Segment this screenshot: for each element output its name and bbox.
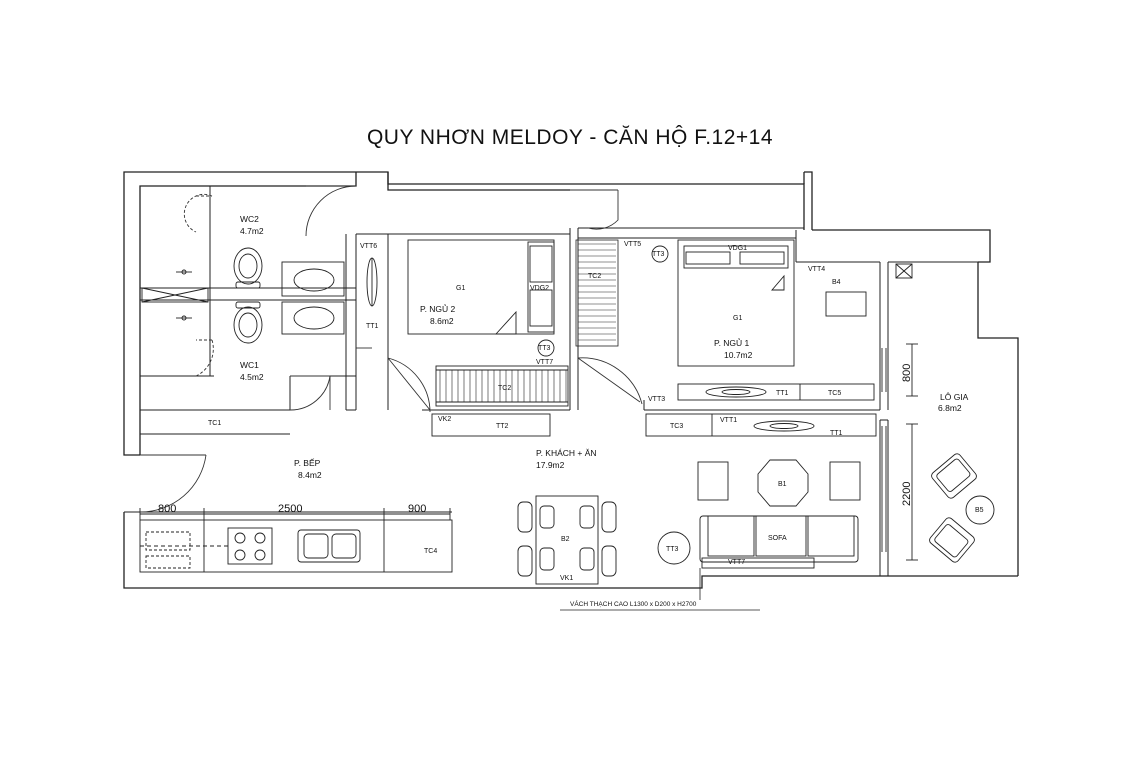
tag-b4: B4 — [832, 279, 841, 286]
tag-vdg2: VDG2 — [530, 285, 549, 292]
plan-title: QUY NHƠN MELDOY - CĂN HỘ F.12+14 — [366, 126, 774, 149]
tag-tt1-bedroom1: TT1 — [776, 390, 789, 397]
tag-tc2-wardrobe: TC2 — [588, 273, 601, 280]
dimension-labels: 800 2500 900 800 2200 — [158, 364, 913, 515]
tag-vtt7-sofa: VTT7 — [728, 559, 745, 566]
room-wc1-name: WC1 — [240, 360, 259, 370]
tag-tc3: TC3 — [670, 423, 683, 430]
tag-tt1-corridor: TT1 — [366, 323, 379, 330]
tag-tc1: TC1 — [208, 420, 221, 427]
wardrobe-tc2 — [575, 239, 619, 347]
kitchen-furniture — [139, 508, 453, 573]
dim-800-vertical: 800 — [901, 364, 913, 382]
tag-vtt3: VTT3 — [648, 396, 665, 403]
room-bedroom2-name: P. NGỦ 2 — [420, 303, 456, 314]
room-living-area: 17.9m2 — [536, 460, 565, 470]
tag-tc2-shelf: TC2 — [498, 385, 511, 392]
doors — [139, 185, 643, 513]
tag-b5: B5 — [975, 507, 984, 514]
tag-g1-bedroom2: G1 — [456, 285, 465, 292]
tag-vk2: VK2 — [438, 416, 451, 423]
living-furniture — [431, 413, 877, 585]
room-kitchen-area: 8.4m2 — [298, 470, 322, 480]
tag-vtt5: VTT5 — [624, 241, 641, 248]
tag-b1: B1 — [778, 481, 787, 488]
dim-900: 900 — [408, 503, 426, 515]
room-bedroom2-area: 8.6m2 — [430, 316, 454, 326]
dim-2200-vertical: 2200 — [901, 482, 913, 506]
tag-vdg1: VDG1 — [728, 245, 747, 252]
tag-tt3-living: TT3 — [666, 546, 679, 553]
interior-walls — [124, 186, 978, 576]
wardrobe-hatch-tc2 — [578, 243, 616, 341]
tag-tt3-bedroom2: TT3 — [538, 345, 551, 352]
tag-vtt4: VTT4 — [808, 266, 825, 273]
room-wc2-area: 4.7m2 — [240, 226, 264, 236]
tag-sofa: SOFA — [768, 535, 787, 542]
tag-b2: B2 — [561, 536, 570, 543]
room-bedroom1-name: P. NGỦ 1 — [714, 337, 750, 348]
room-loggia-area: 6.8m2 — [938, 403, 962, 413]
tag-vk1: VK1 — [560, 575, 573, 582]
dim-800-horizontal: 800 — [158, 503, 176, 515]
tag-vtt1: VTT1 — [720, 417, 737, 424]
furniture-tags: TC1 TC2 TC2 TC3 TC4 TC5 TT1 TT1 TT1 TT2 … — [208, 241, 984, 582]
room-bedroom1-area: 10.7m2 — [724, 350, 753, 360]
note-leader — [560, 568, 760, 611]
wc-fixtures — [141, 247, 378, 344]
tag-tc5: TC5 — [828, 390, 841, 397]
tag-tt1-living: TT1 — [830, 430, 843, 437]
room-wc2-name: WC2 — [240, 214, 259, 224]
tag-tt3-bedroom1: TT3 — [652, 251, 665, 258]
room-loggia-name: LÔ GIA — [940, 392, 969, 402]
room-living-name: P. KHÁCH + ĂN — [536, 448, 597, 458]
outer-walls — [123, 171, 1019, 589]
room-kitchen-name: P. BẾP — [294, 458, 321, 468]
room-wc1-area: 4.5m2 — [240, 372, 264, 382]
tag-vtt6: VTT6 — [360, 243, 377, 250]
tag-g1-bedroom1: G1 — [733, 315, 742, 322]
tag-vtt7-bedroom2: VTT7 — [536, 359, 553, 366]
drywall-note: VÁCH THẠCH CAO L1300 x D200 x H2700 — [570, 599, 697, 608]
tag-tt2: TT2 — [496, 423, 509, 430]
bedroom1-furniture — [651, 239, 913, 401]
dim-2500: 2500 — [278, 503, 302, 515]
room-labels: WC2 4.7m2 WC1 4.5m2 P. NGỦ 2 8.6m2 P. NG… — [240, 214, 969, 480]
wardrobe-hatch-br2 — [439, 370, 567, 402]
tag-tc4: TC4 — [424, 548, 437, 555]
loggia-furniture — [881, 343, 995, 563]
